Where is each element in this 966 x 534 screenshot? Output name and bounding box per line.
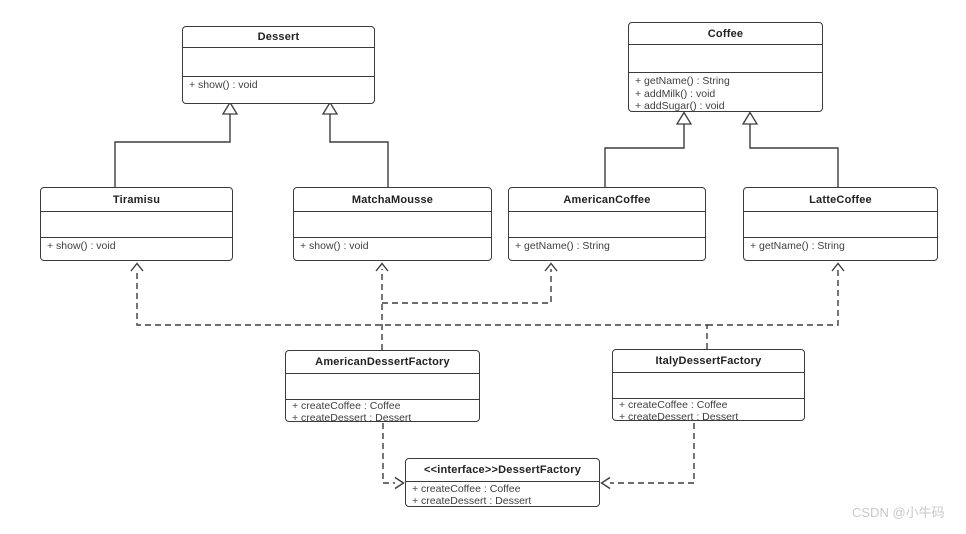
- class-title: Dessert: [183, 27, 374, 48]
- method-item: + createCoffee : Coffee: [619, 399, 728, 411]
- class-box-lattecoffee: LatteCoffee + getName() : String: [743, 187, 938, 261]
- method-item: + createDessert : Dessert: [619, 410, 739, 420]
- attributes-compartment: [183, 48, 374, 77]
- method-item: + createDessert : Dessert: [412, 495, 532, 506]
- open-arrowhead-lattecoffee: [831, 262, 845, 272]
- attributes-compartment: [286, 374, 479, 400]
- realization-line-italyfactory-interface: [610, 423, 695, 484]
- method-item: + addMilk() : void: [635, 87, 716, 100]
- open-arrowhead-americancoffee: [544, 262, 558, 272]
- class-title: MatchaMousse: [294, 188, 491, 212]
- method-item: + addSugar() : void: [635, 100, 725, 111]
- dependency-line-italyfactory-tiramisu: [136, 269, 708, 349]
- attributes-compartment: [629, 45, 822, 73]
- inheritance-line-matchamousse-dessert: [329, 114, 389, 187]
- methods-compartment: + show() : void: [183, 77, 374, 103]
- class-title: Coffee: [629, 23, 822, 45]
- dependency-line-italyfactory-lattecoffee: [707, 269, 839, 326]
- attributes-compartment: [744, 212, 937, 238]
- method-item: + createCoffee : Coffee: [292, 400, 401, 412]
- triangle-arrowhead-coffee-right: [741, 111, 759, 125]
- methods-compartment: + createCoffee : Coffee + createDessert …: [613, 399, 804, 420]
- inheritance-line-americancoffee-coffee: [604, 124, 685, 187]
- class-title: AmericanDessertFactory: [286, 351, 479, 374]
- class-box-tiramisu: Tiramisu + show() : void: [40, 187, 233, 261]
- method-item: + show() : void: [47, 240, 116, 252]
- class-title: <<interface>>DessertFactory: [406, 459, 599, 482]
- method-item: + show() : void: [189, 79, 258, 91]
- class-box-dessertfactory-interface: <<interface>>DessertFactory + createCoff…: [405, 458, 600, 507]
- method-item: + getName() : String: [635, 75, 730, 87]
- class-title: AmericanCoffee: [509, 188, 705, 212]
- methods-compartment: + getName() : String + addMilk() : void …: [629, 73, 822, 111]
- method-item: + createCoffee : Coffee: [412, 483, 521, 495]
- methods-compartment: + show() : void: [41, 238, 232, 260]
- csdn-watermark: CSDN @小牛码: [852, 505, 945, 520]
- class-box-americancoffee: AmericanCoffee + getName() : String: [508, 187, 706, 261]
- methods-compartment: + getName() : String: [509, 238, 705, 260]
- triangle-arrowhead-dessert-left: [221, 101, 239, 115]
- open-arrowhead-interface-right: [600, 476, 611, 490]
- method-item: + getName() : String: [750, 240, 845, 252]
- open-arrowhead-tiramisu: [130, 262, 144, 272]
- class-box-americandessertfactory: AmericanDessertFactory + createCoffee : …: [285, 350, 480, 422]
- class-box-matchamousse: MatchaMousse + show() : void: [293, 187, 492, 261]
- open-arrowhead-matchamousse: [375, 262, 389, 272]
- class-title: LatteCoffee: [744, 188, 937, 212]
- method-item: + getName() : String: [515, 240, 610, 252]
- methods-compartment: + show() : void: [294, 238, 491, 260]
- methods-compartment: + getName() : String: [744, 238, 937, 260]
- open-arrowhead-interface-left: [394, 476, 405, 490]
- methods-compartment: + createCoffee : Coffee + createDessert …: [406, 482, 599, 506]
- class-title: Tiramisu: [41, 188, 232, 212]
- class-box-coffee: Coffee + getName() : String + addMilk() …: [628, 22, 823, 112]
- attributes-compartment: [41, 212, 232, 238]
- inheritance-line-tiramisu-dessert: [114, 114, 231, 187]
- realization-line-americanfactory-interface: [382, 423, 395, 484]
- inheritance-line-lattecoffee-coffee: [749, 124, 839, 187]
- class-title: ItalyDessertFactory: [613, 350, 804, 373]
- attributes-compartment: [294, 212, 491, 238]
- class-box-dessert: Dessert + show() : void: [182, 26, 375, 104]
- methods-compartment: + createCoffee : Coffee + createDessert …: [286, 400, 479, 421]
- dependency-line-americanfactory-americancoffee: [382, 269, 552, 304]
- method-item: + show() : void: [300, 240, 369, 252]
- triangle-arrowhead-coffee-left: [675, 111, 693, 125]
- class-box-italydessertfactory: ItalyDessertFactory + createCoffee : Cof…: [612, 349, 805, 421]
- method-item: + createDessert : Dessert: [292, 411, 412, 421]
- attributes-compartment: [613, 373, 804, 399]
- triangle-arrowhead-dessert-right: [321, 101, 339, 115]
- attributes-compartment: [509, 212, 705, 238]
